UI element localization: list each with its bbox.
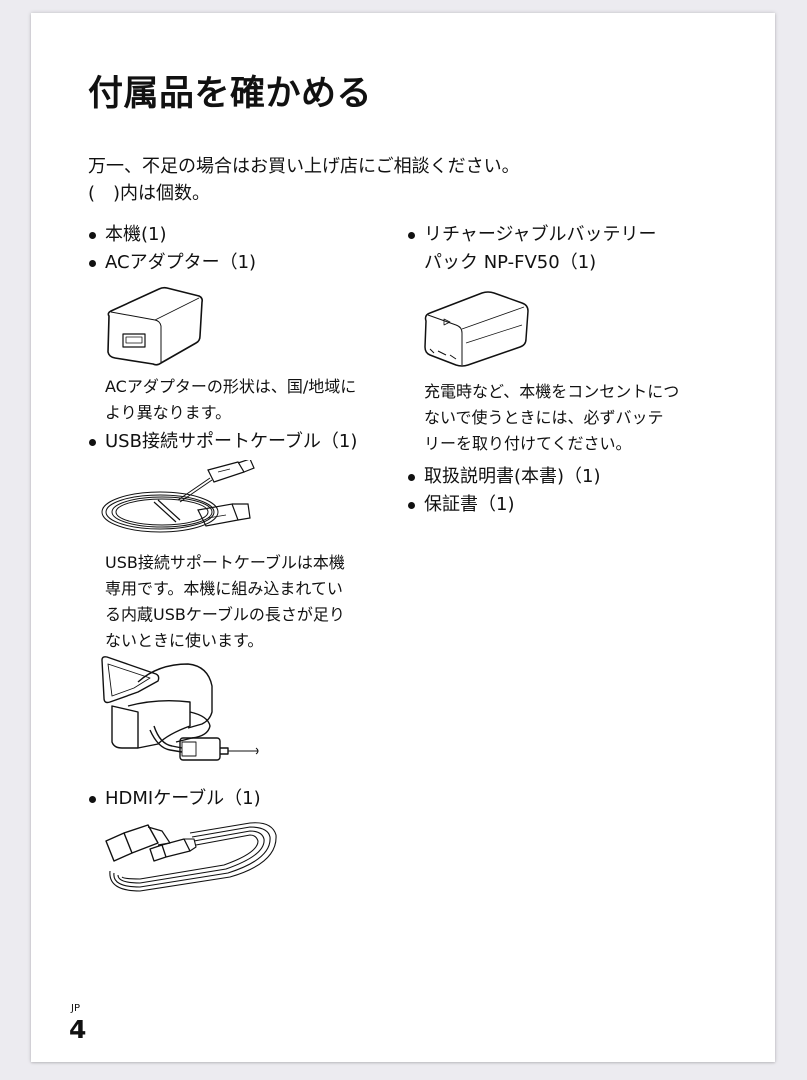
item-label: HDMIケーブル（1) (105, 788, 261, 809)
list-item-usb-cable: USB接続サポートケーブル（1) (88, 428, 388, 456)
note-line: ないで使うときには、必ずバッテ (424, 408, 664, 427)
battery-pack-illustration (424, 291, 529, 367)
item-label: 保証書（1) (424, 494, 515, 515)
list-item-ac-adapter: ACアダプター（1) (88, 249, 388, 277)
note-line: ACアダプターの形状は、国/地域に (105, 377, 357, 396)
note-line: る内蔵USBケーブルの長さが足り (105, 605, 345, 624)
item-label-line: パック NP-FV50（1) (424, 252, 597, 273)
bullet-icon (89, 232, 96, 239)
item-label: 本機(1) (105, 224, 167, 245)
intro-text: 万一、不足の場合はお買い上げ店にご相談ください。 ( )内は個数。 (88, 153, 520, 207)
usb-cable-note: USB接続サポートケーブルは本機 専用です。本機に組み込まれてい る内蔵USBケ… (88, 550, 388, 654)
bullet-icon (408, 502, 415, 509)
manual-page: 付属品を確かめる 万一、不足の場合はお買い上げ店にご相談ください。 ( )内は個… (31, 13, 775, 1062)
language-code: JP (71, 1003, 80, 1014)
ac-adapter-illustration (107, 286, 203, 366)
list-item-warranty: 保証書（1) (407, 491, 707, 519)
list-item-operating-instructions: 取扱説明書(本書)（1) (407, 463, 707, 491)
ac-adapter-note: ACアダプターの形状は、国/地域に より異なります。 (88, 374, 388, 426)
intro-line-2: ( )内は個数。 (88, 183, 211, 204)
bullet-icon (408, 232, 415, 239)
page-title: 付属品を確かめる (88, 74, 373, 114)
note-line: ないときに使います。 (105, 631, 264, 650)
item-label: USB接続サポートケーブル（1) (105, 431, 358, 452)
bullet-icon (89, 796, 96, 803)
note-line: 専用です。本機に組み込まれてい (105, 579, 343, 598)
note-line: USB接続サポートケーブルは本機 (105, 553, 345, 572)
bullet-icon (89, 439, 96, 446)
item-label: ACアダプター（1) (105, 252, 257, 273)
list-item-hdmi-cable: HDMIケーブル（1) (88, 785, 388, 813)
item-label-line: リチャージャブルバッテリー (424, 224, 657, 245)
list-item-camcorder: 本機(1) (88, 221, 388, 249)
note-line: より異なります。 (105, 403, 232, 422)
note-line: 充電時など、本機をコンセントにつ (424, 382, 680, 401)
hdmi-cable-illustration (105, 822, 277, 892)
bullet-icon (89, 260, 96, 267)
intro-line-1: 万一、不足の場合はお買い上げ店にご相談ください。 (88, 156, 520, 177)
page-number: 4 (69, 1015, 87, 1044)
battery-note: 充電時など、本機をコンセントにつ ないで使うときには、必ずバッテ リーを取り付け… (407, 379, 707, 457)
camcorder-usb-connection-illustration (101, 656, 259, 761)
item-label: 取扱説明書(本書)（1) (424, 466, 601, 487)
left-column: 本機(1) ACアダプター（1) ACアダプターの形状は、国/地域に より異なり… (88, 221, 388, 897)
list-item-battery-pack: リチャージャブルバッテリー パック NP-FV50（1) (407, 221, 707, 277)
bullet-icon (408, 474, 415, 481)
right-column: リチャージャブルバッテリー パック NP-FV50（1) 充電時など、本機をコン… (407, 221, 707, 519)
note-line: リーを取り付けてください。 (424, 434, 632, 453)
usb-cable-illustration (101, 460, 255, 533)
